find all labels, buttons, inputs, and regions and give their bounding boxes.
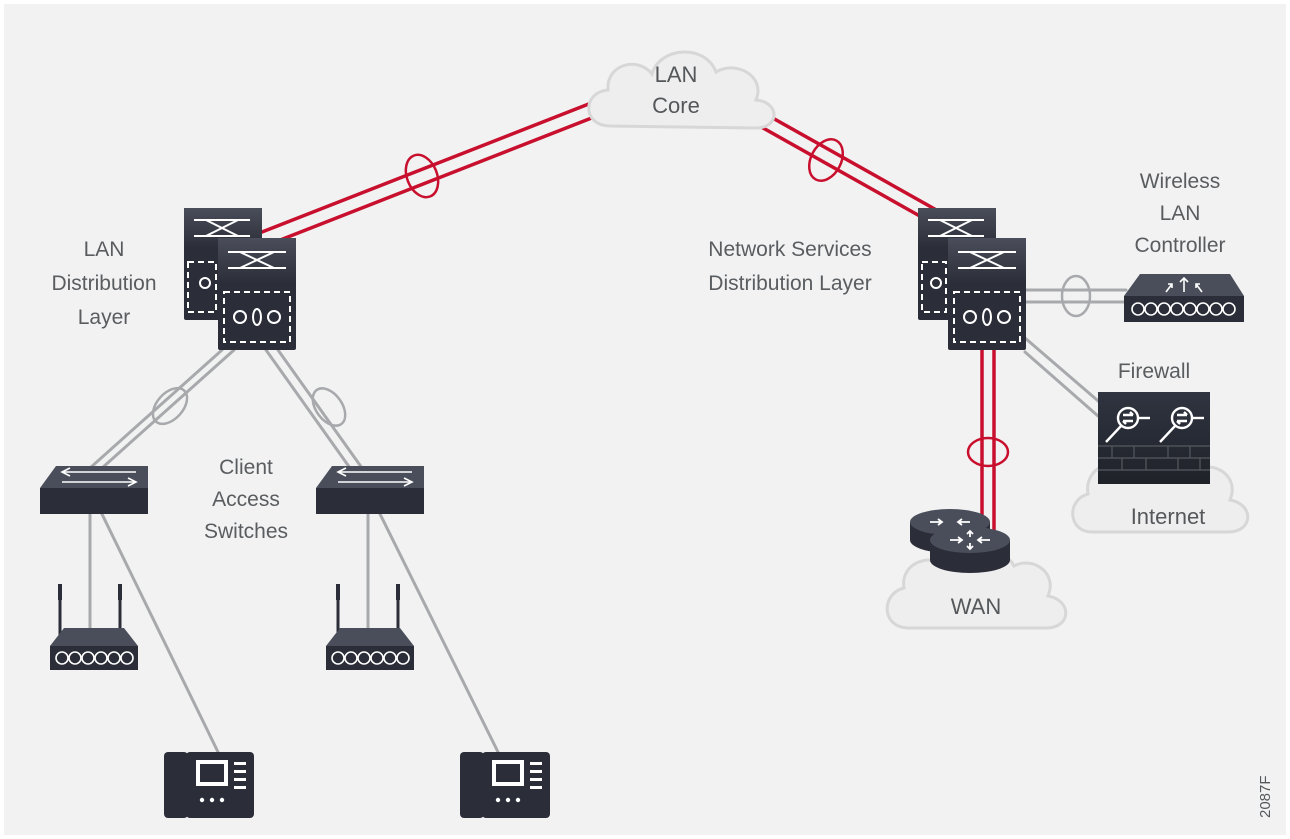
lan-distribution-switch-icon — [184, 208, 296, 350]
link-core-ns-b — [754, 122, 936, 226]
ns-dist-label-line1: Network Services — [708, 238, 871, 261]
access-switch-2-icon — [316, 466, 424, 514]
ns-dist-label-line2: Distribution Layer — [708, 272, 871, 295]
ring-access1 — [151, 386, 189, 426]
ring-wan — [966, 436, 1010, 468]
lan-dist-label-line3: Layer — [78, 306, 131, 329]
lan-core-cloud-icon: LAN Core — [587, 50, 776, 130]
lan-core-label-line1: LAN — [655, 62, 698, 87]
figure-id: 2087F — [1257, 775, 1274, 818]
etherchannel-rings — [151, 138, 1092, 468]
internet-label: Internet — [1131, 504, 1206, 529]
link-ns-fw-a — [1023, 336, 1106, 408]
client-access-label: Client Access Switches — [204, 456, 288, 543]
ring-wlc — [1060, 274, 1092, 318]
wan-router-icon — [910, 509, 1010, 573]
wlc-label: Wireless LAN Controller — [1134, 170, 1225, 257]
lan-dist-label-line1: LAN — [84, 238, 125, 261]
wan-label: WAN — [951, 594, 1002, 619]
link-core-ns-a — [760, 110, 942, 214]
ip-phone-1-icon — [164, 752, 254, 818]
lan-core-label-line2: Core — [652, 93, 700, 118]
ring-core-lan-dist — [404, 153, 440, 199]
access-point-1-icon — [50, 584, 138, 670]
access-point-2-icon — [326, 584, 414, 670]
link-dist-access2-b — [276, 348, 364, 470]
lan-distribution-label: LAN Distribution Layer — [51, 238, 156, 329]
ns-distribution-switch-icon — [918, 208, 1026, 350]
ns-distribution-label: Network Services Distribution Layer — [708, 238, 871, 295]
link-dist-access1-b — [100, 348, 236, 470]
access-switch-1-icon — [40, 466, 148, 514]
firewall-label: Firewall — [1118, 360, 1190, 383]
wlc-label-line1: Wireless — [1140, 170, 1221, 193]
link-core-lan-dist-b — [268, 108, 614, 246]
client-access-label-line1: Client — [219, 456, 273, 479]
ring-access2 — [311, 387, 347, 427]
link-dist-access1-a — [88, 348, 224, 470]
links — [88, 96, 1128, 754]
link-ns-fw-b — [1023, 350, 1100, 418]
firewall-icon — [1098, 392, 1210, 484]
wlc-icon — [1124, 274, 1244, 322]
client-access-label-line2: Access — [212, 488, 280, 511]
wlc-label-line2: LAN — [1160, 202, 1201, 225]
diagram-panel — [4, 4, 1286, 835]
wlc-label-line3: Controller — [1134, 234, 1225, 257]
ring-core-ns — [807, 138, 845, 182]
client-access-label-line3: Switches — [204, 520, 288, 543]
ip-phone-2-icon — [460, 752, 550, 818]
link-access1-phone — [98, 508, 220, 754]
link-dist-access2-a — [264, 348, 352, 470]
link-access2-phone — [376, 508, 500, 754]
lan-dist-label-line2: Distribution — [51, 272, 156, 295]
